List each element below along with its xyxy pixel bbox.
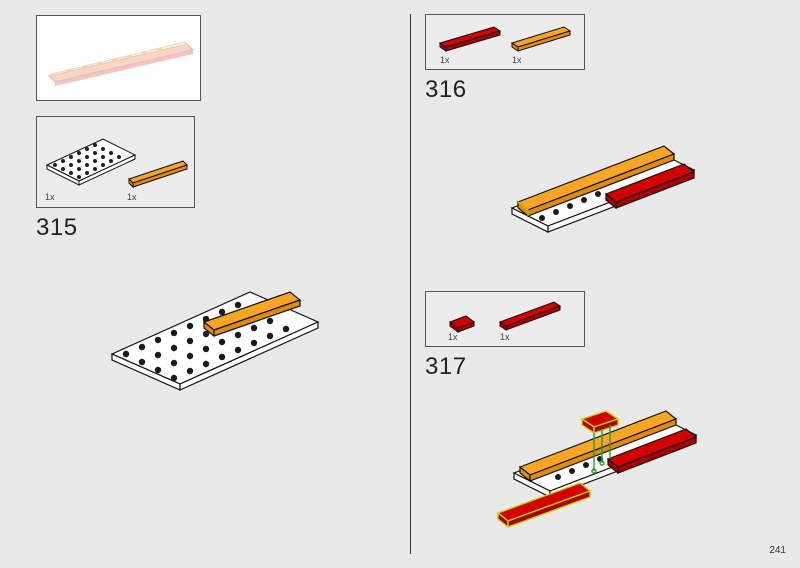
orange-tile-part-image-316	[510, 26, 572, 52]
page-number: 241	[769, 545, 786, 556]
step-316-assembly-image	[510, 145, 696, 233]
step-317-assembly-image	[496, 410, 698, 529]
subassembly-callout	[36, 15, 201, 101]
parts-list-box-316: 1x 1x	[425, 14, 585, 70]
part-qty-316-1: 1x	[440, 55, 450, 65]
red-tile-long-part-image	[498, 301, 562, 331]
part-qty-317-2: 1x	[500, 332, 510, 342]
orange-tile-part-image	[128, 160, 188, 189]
red-tile-small-part-image	[448, 315, 476, 333]
step-number-316: 316	[425, 76, 467, 103]
white-plate-part-image	[45, 138, 137, 186]
parts-list-box-315: 1x 1x	[36, 116, 195, 208]
part-qty-315-2: 1x	[127, 192, 137, 202]
step-number-315: 315	[36, 214, 78, 241]
subassembly-preview-image	[47, 41, 194, 86]
parts-list-box-317: 1x 1x	[425, 291, 585, 347]
step-315-assembly-image	[110, 291, 320, 391]
page-divider	[410, 14, 411, 554]
part-qty-315-1: 1x	[45, 192, 55, 202]
step-number-317: 317	[425, 353, 467, 380]
part-qty-316-2: 1x	[512, 55, 522, 65]
red-tile-part-image	[438, 26, 502, 52]
part-qty-317-1: 1x	[448, 332, 458, 342]
